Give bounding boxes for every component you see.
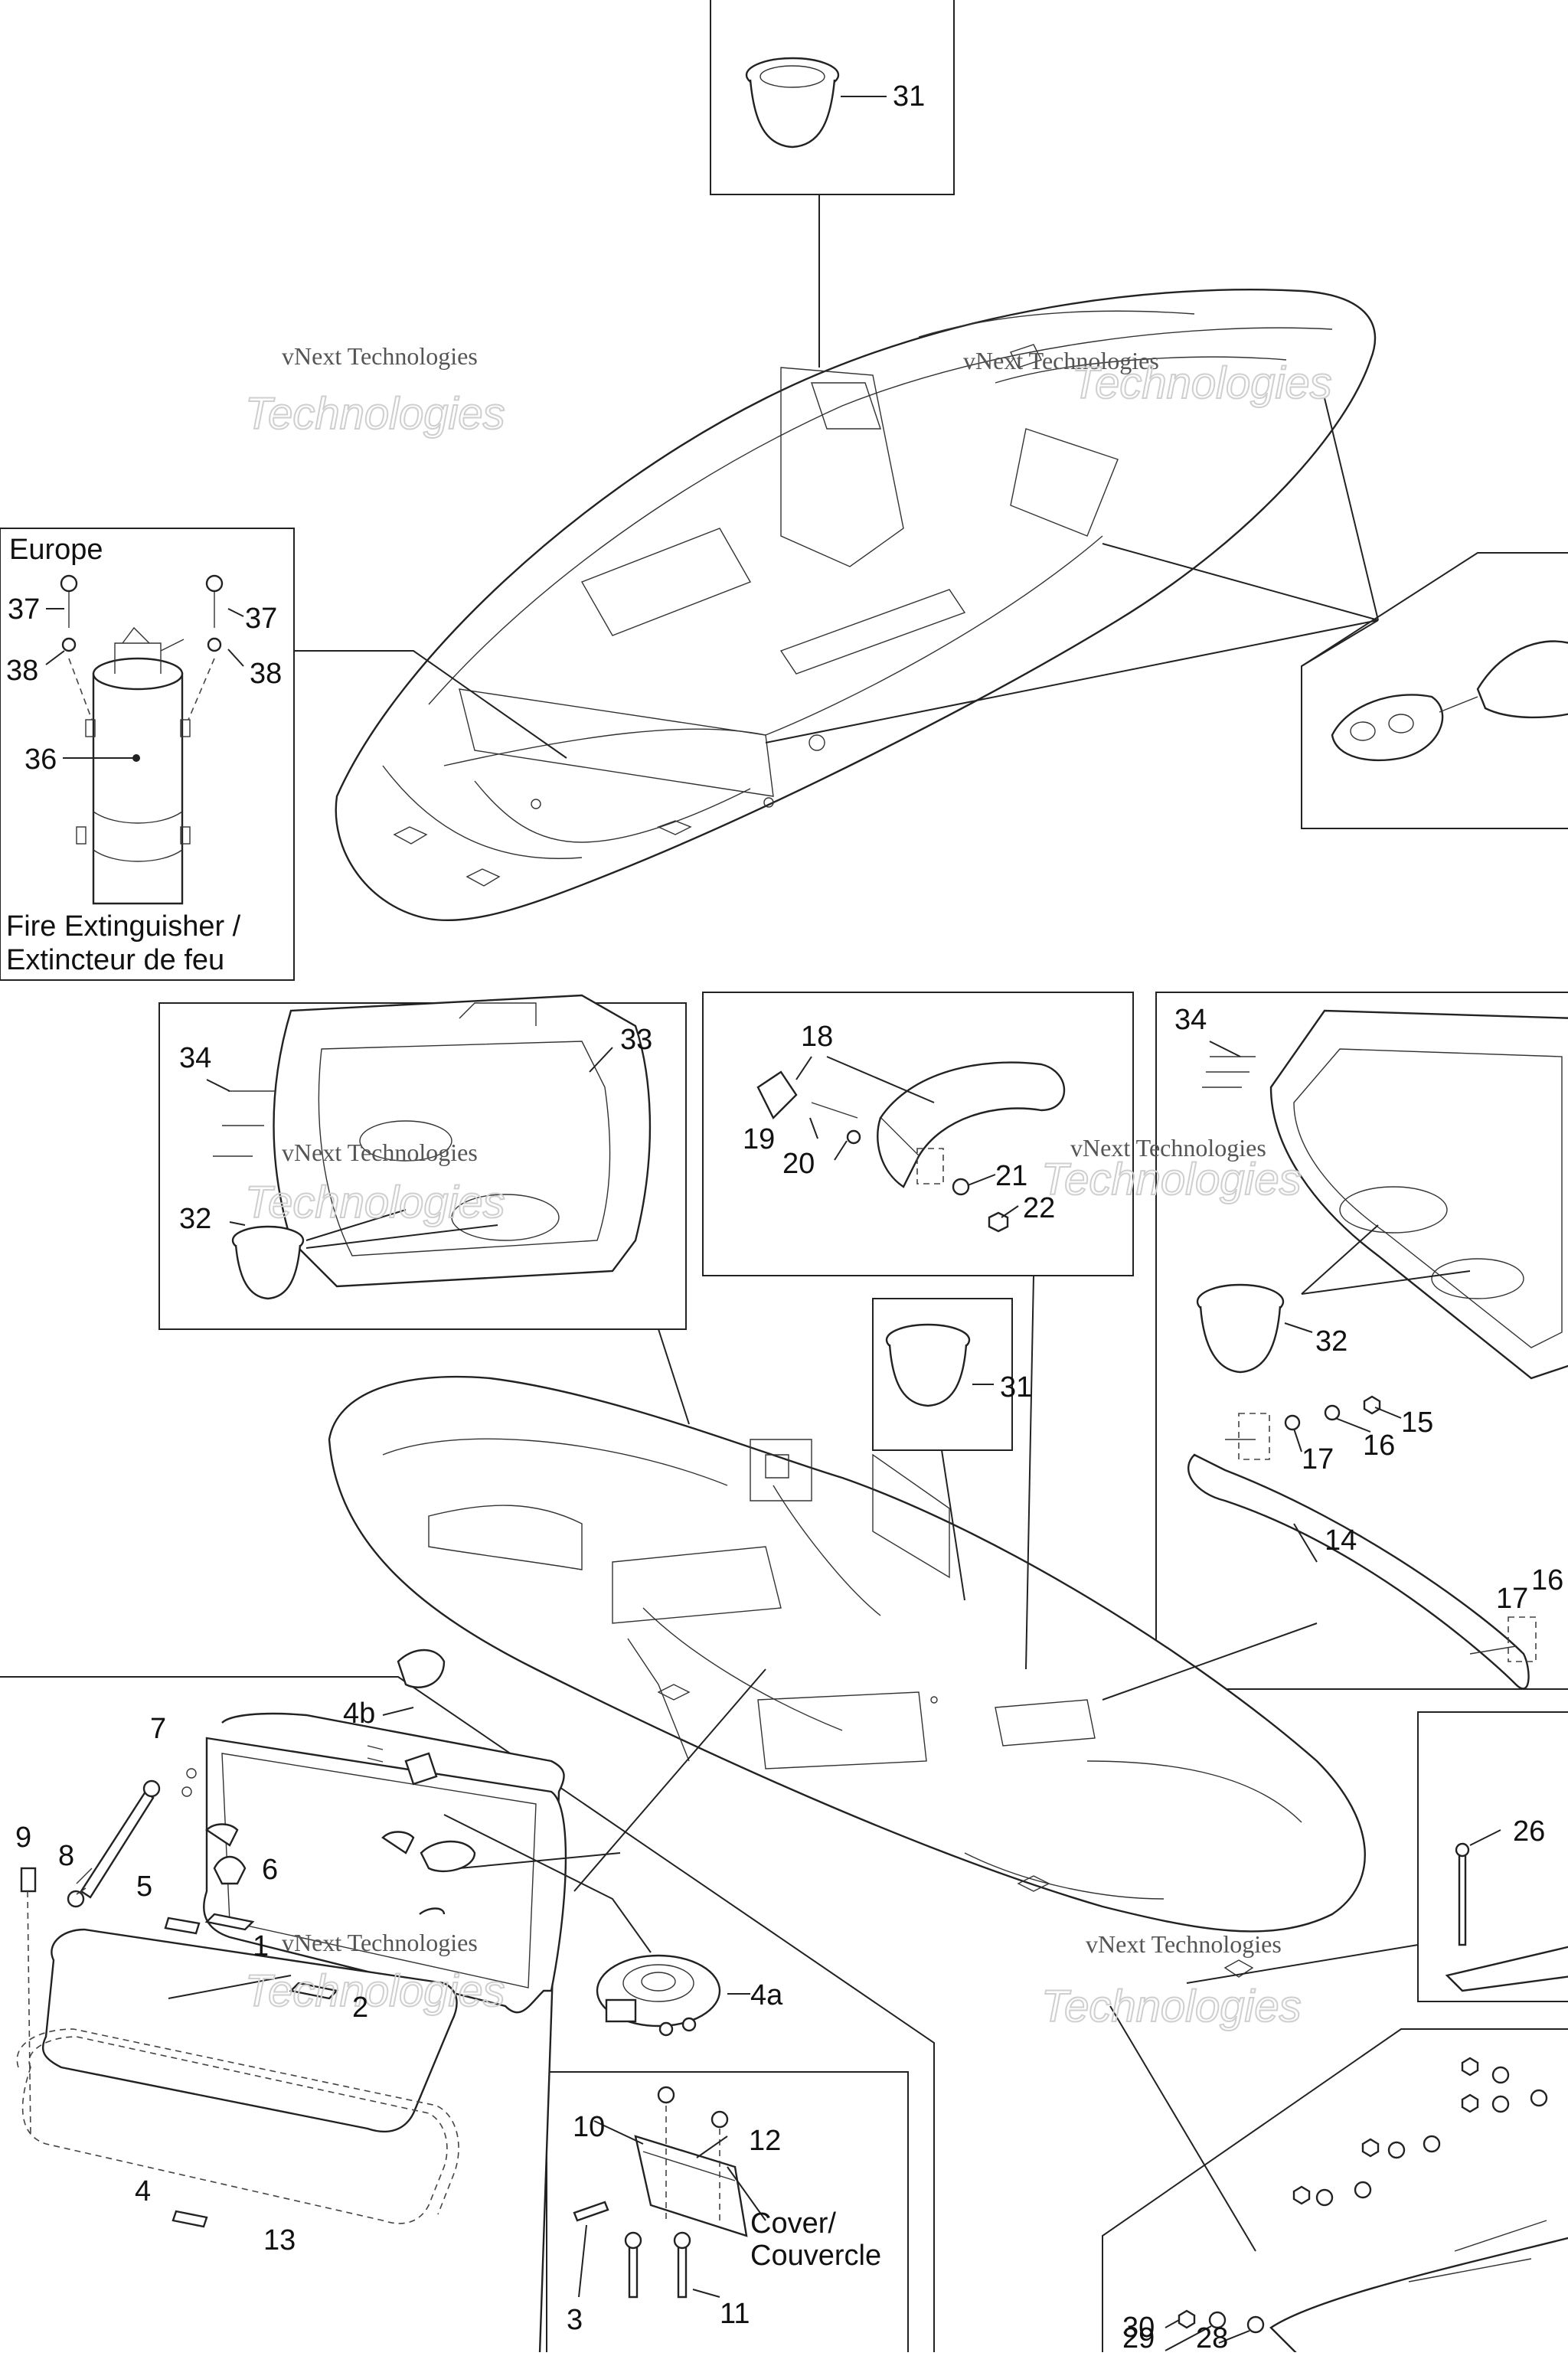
frame-left-bottom — [0, 1676, 935, 2356]
callout-32-left: 32 — [179, 1203, 211, 1235]
watermark-1: vNext Technologies — [282, 342, 478, 370]
cover-hardware-drawing — [573, 2086, 748, 2299]
callout-5: 5 — [136, 1871, 152, 1903]
watermark-big-2: Technologies — [245, 1178, 505, 1227]
callout-22: 22 — [1023, 1192, 1055, 1224]
callout-4b: 4b — [343, 1698, 375, 1730]
cupholder-32-left — [231, 1225, 305, 1300]
callout-18: 18 — [801, 1021, 833, 1053]
frame-cover-hardware — [546, 2071, 909, 2356]
caption-fire-extinguisher-fr: Extincteur de feu — [6, 944, 224, 976]
callout-38-left: 38 — [6, 655, 38, 687]
fire-extinguisher-drawing — [60, 574, 224, 905]
callout-16-bottom: 16 — [1531, 1564, 1563, 1596]
callout-14: 14 — [1325, 1524, 1357, 1557]
frame-rear-hardware — [1102, 2028, 1568, 2356]
callout-4a: 4a — [750, 1979, 783, 2011]
callout-7: 7 — [150, 1713, 166, 1745]
rail-14-drawing — [1187, 1395, 1537, 1690]
callout-37-left: 37 — [8, 593, 40, 626]
callout-1: 1 — [253, 1930, 269, 1962]
callout-6: 6 — [262, 1854, 278, 1886]
caption-fire-extinguisher-en: Fire Extinguisher / — [6, 910, 241, 943]
frame-glovebox-right — [1155, 992, 1568, 1690]
callout-21: 21 — [995, 1160, 1027, 1192]
callout-37-right: 37 — [245, 603, 277, 635]
callout-28: 28 — [1196, 2322, 1228, 2352]
watermark-big-1: Technologies — [245, 389, 505, 439]
grab-handle-drawing — [756, 1061, 1066, 1233]
latch-4a-drawing — [596, 1954, 721, 2037]
callout-17-top: 17 — [1302, 1443, 1334, 1475]
bottom-hull-drawing — [328, 1375, 1366, 1978]
callout-31-mid: 31 — [1000, 1371, 1032, 1403]
top-hull-drawing — [335, 289, 1377, 922]
callout-34-left: 34 — [179, 1042, 211, 1074]
watermark-2: vNext Technologies — [282, 1139, 478, 1166]
watermark-group: vNext Technologies vNext Technologies vN… — [244, 342, 1333, 2032]
cupholder-32-right — [1196, 1283, 1285, 1374]
frame-handle — [702, 992, 1134, 1276]
watermark-6: vNext Technologies — [1086, 1930, 1282, 1958]
callout-31-top: 31 — [893, 80, 925, 113]
callout-29: 29 — [1122, 2322, 1155, 2352]
frame-cupholder-top — [710, 0, 955, 195]
bolt-26-drawing — [1445, 1842, 1568, 1992]
callout-36: 36 — [24, 743, 57, 776]
frame-fire-extinguisher — [0, 528, 295, 981]
callout-12: 12 — [749, 2125, 781, 2157]
callout-34-right: 34 — [1174, 1004, 1207, 1036]
watermark-4: vNext Technologies — [963, 347, 1159, 374]
caption-cover-fr: Couvercle — [750, 2240, 881, 2272]
rear-hardware-drawing — [1178, 2057, 1568, 2356]
callout-13: 13 — [263, 2224, 296, 2256]
callout-20: 20 — [782, 1148, 815, 1180]
storage-lid-drawing — [16, 1649, 567, 2356]
callout-8: 8 — [58, 1840, 74, 1872]
callout-16-top: 16 — [1363, 1430, 1395, 1462]
callout-33: 33 — [620, 1024, 652, 1056]
callout-19: 19 — [743, 1123, 775, 1155]
glovebox-right-drawing — [1269, 1009, 1568, 1380]
caption-europe: Europe — [9, 534, 103, 566]
watermark-big-6: Technologies — [1041, 1982, 1302, 2031]
visor-part — [1331, 640, 1568, 762]
callout-17-bottom: 17 — [1496, 1583, 1528, 1615]
frame-bolt-right — [1417, 1711, 1568, 2002]
callout-10: 10 — [573, 2111, 605, 2143]
callout-labels: 31 37 37 38 38 36 34 33 32 18 19 20 21 2… — [6, 80, 1563, 2354]
watermark-big-5: Technologies — [245, 1966, 505, 2016]
cupholder-31-mid — [885, 1323, 971, 1407]
watermark-5: vNext Technologies — [282, 1929, 478, 1956]
callout-11: 11 — [720, 2298, 750, 2330]
callout-26: 26 — [1513, 1815, 1545, 1848]
watermark-big-4: Technologies — [1072, 358, 1332, 408]
caption-cover-en: Cover/ — [750, 2207, 836, 2240]
callout-2: 2 — [352, 1992, 368, 2024]
callout-9: 9 — [15, 1822, 31, 1854]
callout-4: 4 — [135, 2175, 151, 2207]
callout-32-right: 32 — [1315, 1325, 1348, 1358]
callout-3: 3 — [567, 2304, 583, 2336]
cupholder-31-top — [745, 57, 840, 149]
callout-30: 30 — [1122, 2312, 1155, 2344]
watermark-3: vNext Technologies — [1070, 1134, 1266, 1162]
watermark-big-3: Technologies — [1041, 1155, 1302, 1204]
callout-38-right: 38 — [250, 658, 282, 690]
callout-15: 15 — [1401, 1407, 1433, 1439]
